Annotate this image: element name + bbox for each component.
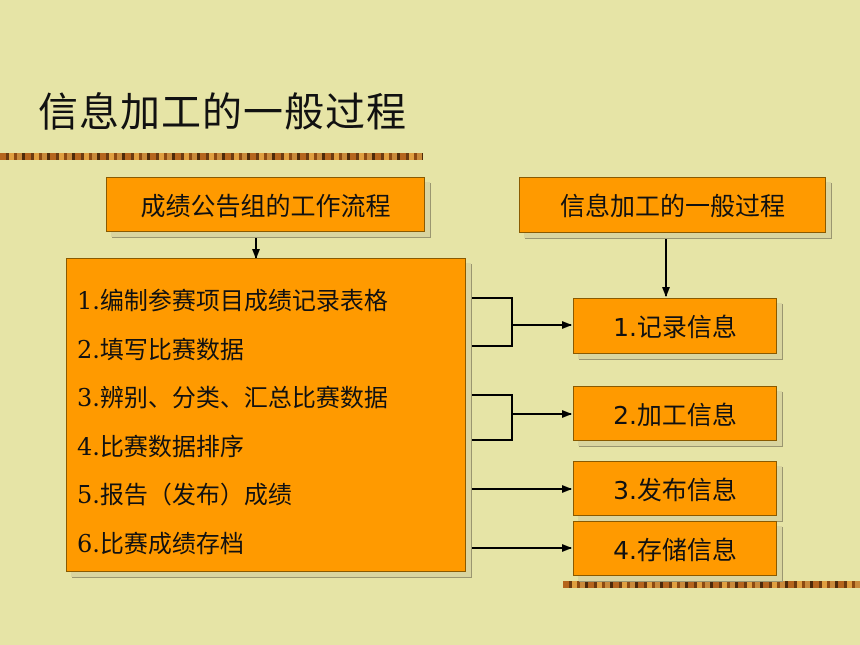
right-header-box: 信息加工的一般过程 xyxy=(519,177,826,233)
step-item: 3.辨别、分类、汇总比赛数据 xyxy=(77,384,388,412)
output-label: 1.记录信息 xyxy=(613,313,737,342)
output-label: 3.发布信息 xyxy=(613,475,737,505)
step-item: 6.比赛成绩存档 xyxy=(77,529,244,558)
steps-box: 1.编制参赛项目成绩记录表格 2.填写比赛数据 3.辨别、分类、汇总比赛数据 4… xyxy=(66,258,466,572)
output-box-record: 1.记录信息 xyxy=(573,298,777,354)
step-item: 1.编制参赛项目成绩记录表格 xyxy=(77,287,388,315)
output-label: 2.加工信息 xyxy=(613,400,737,430)
left-header-label: 成绩公告组的工作流程 xyxy=(140,191,391,221)
bracket-steps-3-4 xyxy=(466,394,513,441)
step-item: 2.填写比赛数据 xyxy=(77,335,244,364)
decorative-strip-bottom xyxy=(563,581,860,588)
right-header-label: 信息加工的一般过程 xyxy=(559,192,785,221)
output-label: 4.存储信息 xyxy=(613,535,737,565)
output-box-store: 4.存储信息 xyxy=(573,521,777,576)
output-box-process: 2.加工信息 xyxy=(573,386,777,441)
step-item: 5.报告（发布）成绩 xyxy=(77,481,292,509)
output-box-publish: 3.发布信息 xyxy=(573,461,777,516)
bracket-steps-1-2 xyxy=(466,297,513,347)
page-title: 信息加工的一般过程 xyxy=(38,90,407,136)
step-item: 4.比赛数据排序 xyxy=(77,432,244,461)
decorative-strip-top xyxy=(0,153,423,160)
left-header-box: 成绩公告组的工作流程 xyxy=(106,177,425,232)
